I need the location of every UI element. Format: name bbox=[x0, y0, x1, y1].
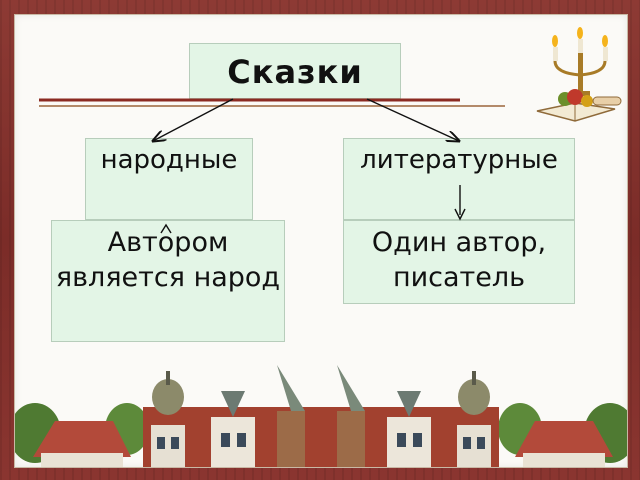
category-literary-label: литературные bbox=[360, 145, 558, 175]
arrow-to-literary bbox=[366, 98, 459, 141]
category-folk-label: народные bbox=[100, 145, 238, 175]
town-illustration bbox=[15, 365, 627, 467]
title-box: Сказки bbox=[189, 43, 401, 99]
arrow-to-folk bbox=[153, 98, 234, 141]
folk-description-text: Автором является народ bbox=[55, 227, 281, 293]
literary-description-text: Один автор, писатель bbox=[371, 227, 547, 293]
literary-description-box: Один автор, писатель bbox=[343, 220, 575, 304]
arrow-up-folk bbox=[160, 223, 172, 234]
title-text: Сказки bbox=[227, 53, 363, 91]
arrow-down-literary bbox=[454, 208, 466, 221]
connector-lines bbox=[39, 98, 505, 234]
slide: Сказки народные литературные Автором явл… bbox=[14, 14, 628, 468]
category-folk-box: народные bbox=[85, 138, 253, 220]
category-literary-box: литературные bbox=[343, 138, 575, 220]
folk-description-box: Автором является народ bbox=[51, 220, 285, 342]
candelabra-book-illustration bbox=[536, 27, 622, 122]
